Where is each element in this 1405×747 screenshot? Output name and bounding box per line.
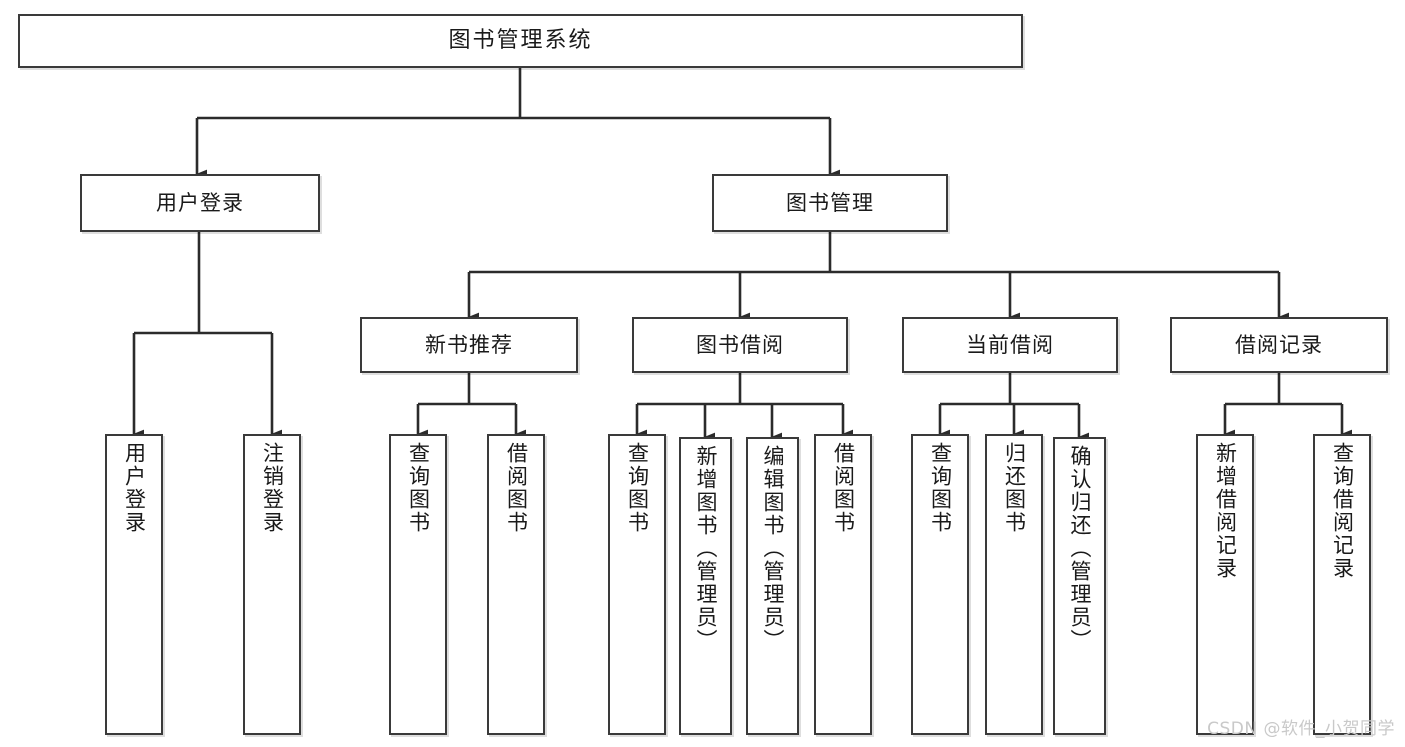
leaf-query-borrow-record[interactable]: 查询借阅记录 (1313, 434, 1371, 735)
node-book-manage[interactable]: 图书管理 (712, 174, 948, 232)
node-label: 借阅图书 (504, 442, 529, 534)
node-label: 图书借阅 (696, 332, 784, 357)
node-borrow-record[interactable]: 借阅记录 (1170, 317, 1388, 373)
leaf-borrow-book-recommendation[interactable]: 借阅图书 (487, 434, 545, 735)
node-user-login[interactable]: 用户登录 (80, 174, 320, 232)
leaf-query-book-current[interactable]: 查询图书 (911, 434, 969, 735)
node-label: 确认归还（管理员） (1068, 445, 1093, 652)
node-label: 当前借阅 (966, 332, 1054, 357)
node-current-borrow[interactable]: 当前借阅 (902, 317, 1118, 373)
node-label: 查询借阅记录 (1330, 442, 1355, 580)
node-book-borrow[interactable]: 图书借阅 (632, 317, 848, 373)
leaf-borrow-book-borrow[interactable]: 借阅图书 (814, 434, 872, 735)
node-label: 查询图书 (625, 442, 650, 534)
node-label: 用户登录 (156, 190, 244, 215)
leaf-user-login[interactable]: 用户登录 (105, 434, 163, 735)
leaf-edit-book-admin[interactable]: 编辑图书（管理员） (746, 437, 799, 735)
node-label: 编辑图书（管理员） (761, 445, 786, 652)
node-label: 用户登录 (122, 442, 147, 534)
leaf-query-book-borrow[interactable]: 查询图书 (608, 434, 666, 735)
node-label: 新增借阅记录 (1213, 442, 1238, 580)
csdn-watermark: CSDN @软件_小贺同学 (1207, 719, 1395, 739)
leaf-return-book[interactable]: 归还图书 (985, 434, 1043, 735)
leaf-confirm-return-admin[interactable]: 确认归还（管理员） (1053, 437, 1106, 735)
leaf-logout[interactable]: 注销登录 (243, 434, 301, 735)
leaf-query-book-recommendation[interactable]: 查询图书 (389, 434, 447, 735)
node-label: 归还图书 (1002, 442, 1027, 534)
node-label: 借阅图书 (831, 442, 856, 534)
node-label: 新书推荐 (425, 332, 513, 357)
node-label: 借阅记录 (1235, 332, 1323, 357)
leaf-add-borrow-record[interactable]: 新增借阅记录 (1196, 434, 1254, 735)
node-label: 注销登录 (260, 442, 285, 534)
node-new-book-recommendation[interactable]: 新书推荐 (360, 317, 578, 373)
node-label: 查询图书 (406, 442, 431, 534)
node-label: 图书管理系统 (448, 28, 593, 54)
node-label: 新增图书（管理员） (694, 445, 719, 652)
node-label: 查询图书 (928, 442, 953, 534)
leaf-add-book-admin[interactable]: 新增图书（管理员） (679, 437, 732, 735)
node-root-system[interactable]: 图书管理系统 (18, 14, 1023, 68)
node-label: 图书管理 (786, 190, 874, 215)
